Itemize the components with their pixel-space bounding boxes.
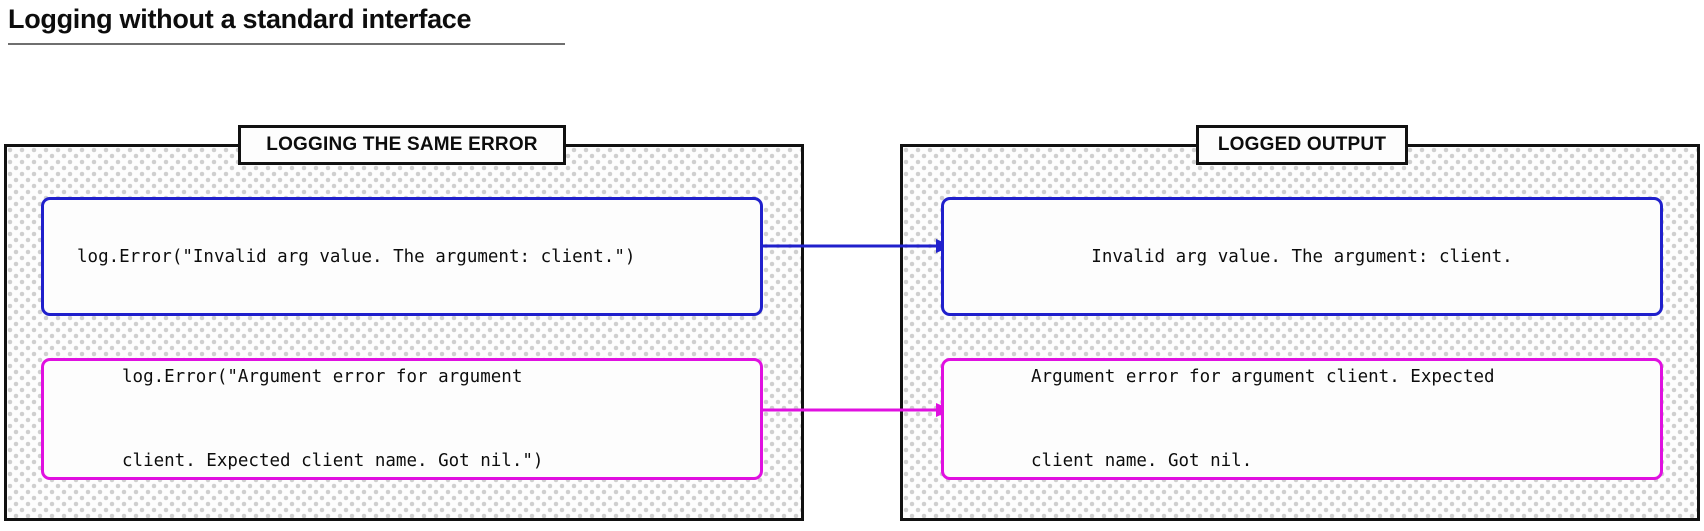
code-line: client. Expected client name. Got nil.") <box>122 451 544 471</box>
output-line: client name. Got nil. <box>1031 451 1253 471</box>
code-line: log.Error("Argument error for argument <box>122 367 523 387</box>
output-box-right-magenta: Argument error for argument client. Expe… <box>941 358 1663 480</box>
code-box-left-blue: log.Error("Invalid arg value. The argume… <box>41 197 763 316</box>
title-underline-rule <box>8 43 565 45</box>
panel-caption-logging-the-same-error: LOGGING THE SAME ERROR <box>238 125 566 165</box>
output-box-right-magenta-text: Argument error for argument client. Expe… <box>1031 307 1495 531</box>
page-title: Logging without a standard interface <box>8 4 472 34</box>
output-line: Invalid arg value. The argument: client. <box>1091 246 1513 267</box>
code-box-left-blue-text: log.Error("Invalid arg value. The argume… <box>77 187 635 327</box>
output-box-right-blue-text: Invalid arg value. The argument: client. <box>1091 187 1512 327</box>
code-line: log.Error("Invalid arg value. The argume… <box>77 246 636 267</box>
code-box-left-magenta-text: log.Error("Argument error for argument c… <box>122 307 543 531</box>
connector-arrow-blue <box>760 239 952 253</box>
title-block: Logging without a standard interface <box>8 2 568 45</box>
output-line: Argument error for argument client. Expe… <box>1031 367 1495 387</box>
code-box-left-magenta: log.Error("Argument error for argument c… <box>41 358 763 480</box>
panel-caption-logged-output: LOGGED OUTPUT <box>1196 125 1408 165</box>
output-box-right-blue: Invalid arg value. The argument: client. <box>941 197 1663 316</box>
connector-arrow-magenta <box>760 403 952 417</box>
